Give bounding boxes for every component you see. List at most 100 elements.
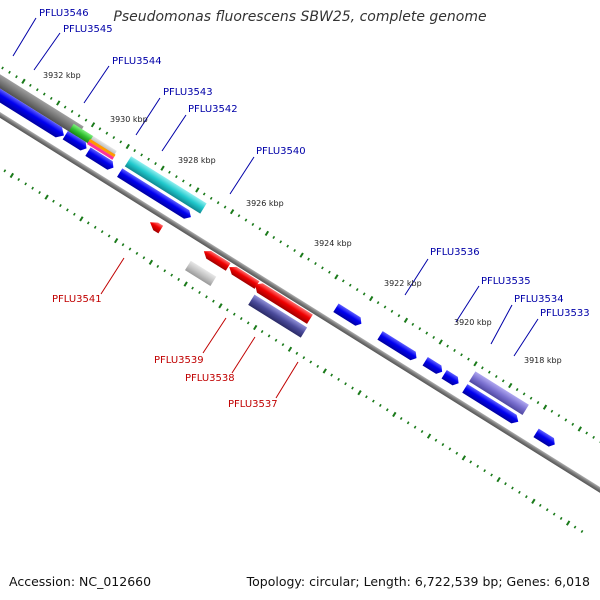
- scale-tick-inner: [378, 403, 382, 407]
- scale-ticks-outer: [1, 66, 600, 444]
- scale-tick-outer: [501, 379, 505, 383]
- gene-pflu3533-bar[interactable]: [469, 371, 529, 415]
- leader-pflu3545: [33, 32, 61, 71]
- scale-label-3924: 3924 kbp: [314, 239, 352, 248]
- scale-tick-outer: [251, 222, 255, 226]
- scale-tick-outer: [369, 295, 374, 302]
- scale-label-3922: 3922 kbp: [384, 279, 422, 288]
- gene-label-pflu3538[interactable]: PFLU3538: [185, 373, 235, 384]
- map-band: [0, 48, 600, 533]
- scale-label-3930: 3930 kbp: [110, 115, 148, 124]
- scale-ticks-inner: [3, 169, 584, 533]
- gene-pflu3540-bar[interactable]: [124, 156, 207, 214]
- scale-tick-inner: [413, 425, 417, 429]
- gene-label-pflu3544[interactable]: PFLU3544: [112, 56, 162, 67]
- gene-label-pflu3545[interactable]: PFLU3545: [63, 24, 113, 35]
- gene-pflu3534-arrow-a[interactable]: [422, 356, 445, 376]
- leader-pflu3533: [513, 318, 539, 357]
- gene-pflu3544-track[interactable]: [0, 73, 84, 137]
- scale-tick-outer: [160, 165, 165, 171]
- scale-tick-inner: [392, 411, 397, 418]
- gene-pflu3539-arrow[interactable]: [201, 248, 231, 271]
- gene-label-pflu3537[interactable]: PFLU3537: [228, 399, 278, 410]
- scale-tick-inner: [274, 338, 278, 342]
- gene-label-pflu3540[interactable]: PFLU3540: [256, 146, 306, 157]
- gene-pflu3537-bar[interactable]: [248, 294, 308, 338]
- leader-pflu3546: [12, 17, 37, 57]
- scale-tick-outer: [175, 175, 178, 179]
- scale-tick-inner: [121, 243, 125, 247]
- scale-tick-inner: [448, 447, 452, 451]
- scale-tick-inner: [38, 191, 41, 195]
- scale-tick-inner: [330, 373, 334, 377]
- scale-tick-outer: [550, 409, 554, 413]
- scale-tick-inner: [518, 490, 521, 494]
- gene-pflu3540-arrow[interactable]: [117, 168, 194, 221]
- gene-pflu3545-arrow[interactable]: [0, 81, 67, 141]
- gene-pflu3537-arrow[interactable]: [252, 280, 313, 324]
- scale-tick-outer: [348, 283, 352, 287]
- scale-tick-outer: [181, 179, 185, 183]
- gene-pflu3541-arrow[interactable]: [147, 219, 164, 234]
- leader-pflu3538: [231, 336, 256, 374]
- scale-tick-inner: [365, 395, 368, 399]
- scale-tick-outer: [56, 100, 61, 106]
- scale-tick-outer: [536, 401, 540, 405]
- scale-tick-inner: [260, 330, 264, 334]
- scale-tick-outer: [147, 157, 150, 161]
- scale-tick-inner: [281, 343, 285, 347]
- scale-tick-outer: [376, 301, 380, 305]
- scale-tick-inner: [218, 303, 223, 309]
- gene-pflu3538-arrow[interactable]: [227, 264, 260, 289]
- gene-label-pflu3534[interactable]: PFLU3534: [514, 294, 564, 305]
- scale-tick-outer: [264, 230, 270, 237]
- gene-label-pflu3542[interactable]: PFLU3542: [188, 104, 238, 115]
- gene-pflu3542-arrow[interactable]: [85, 147, 116, 171]
- scale-tick-outer: [244, 218, 248, 222]
- gene-pflu3544-arrow[interactable]: [62, 130, 90, 153]
- gene-pflu3543-pink[interactable]: [86, 141, 114, 160]
- gene-edge-arrow[interactable]: [533, 428, 557, 449]
- scale-tick-inner: [198, 290, 201, 295]
- gene-pflu3534-arrow-b[interactable]: [441, 370, 462, 387]
- gene-pflu3543-green[interactable]: [68, 123, 94, 144]
- scale-tick-outer: [15, 75, 18, 79]
- scale-tick-outer: [481, 366, 484, 370]
- scale-tick-outer: [125, 143, 130, 150]
- scale-tick-outer: [202, 192, 206, 196]
- scale-tick-inner: [504, 482, 507, 486]
- scale-tick-outer: [438, 339, 443, 345]
- gene-label-pflu3541[interactable]: PFLU3541: [52, 294, 102, 305]
- gene-label-pflu3536[interactable]: PFLU3536: [430, 247, 480, 258]
- scale-tick-outer: [473, 361, 478, 367]
- scale-tick-inner: [59, 204, 62, 208]
- scale-tick-inner: [385, 408, 389, 412]
- scale-tick-inner: [490, 473, 493, 477]
- gene-label-pflu3543[interactable]: PFLU3543: [163, 87, 213, 98]
- gene-label-pflu3535[interactable]: PFLU3535: [481, 276, 531, 287]
- gene-pflu3543-orange[interactable]: [88, 138, 116, 158]
- scale-tick-outer: [77, 114, 81, 118]
- scale-tick-outer: [542, 404, 548, 410]
- gene-pflu3533-arrow[interactable]: [462, 384, 521, 426]
- leader-pflu3535: [455, 285, 480, 323]
- scale-tick-inner: [399, 416, 403, 421]
- gene-label-pflu3546[interactable]: PFLU3546: [39, 8, 89, 19]
- scale-tick-inner: [183, 281, 188, 287]
- scale-tick-inner: [344, 382, 347, 386]
- scale-tick-outer: [397, 314, 401, 318]
- scale-tick-outer: [307, 257, 310, 261]
- gene-label-pflu3533[interactable]: PFLU3533: [540, 308, 590, 319]
- gene-label-pflu3539[interactable]: PFLU3539: [154, 355, 204, 366]
- gene-pflu3536-arrow[interactable]: [333, 303, 364, 328]
- scale-tick-inner: [191, 286, 194, 290]
- gene-pflu3535-arrow[interactable]: [377, 331, 419, 362]
- scale-tick-outer: [418, 327, 422, 331]
- scale-tick-inner: [322, 368, 327, 374]
- scale-tick-inner: [434, 438, 438, 442]
- scale-label-3918: 3918 kbp: [524, 356, 562, 365]
- scale-tick-outer: [529, 396, 533, 400]
- gene-pflu3539-bar[interactable]: [184, 260, 217, 286]
- scale-tick-outer: [299, 252, 304, 258]
